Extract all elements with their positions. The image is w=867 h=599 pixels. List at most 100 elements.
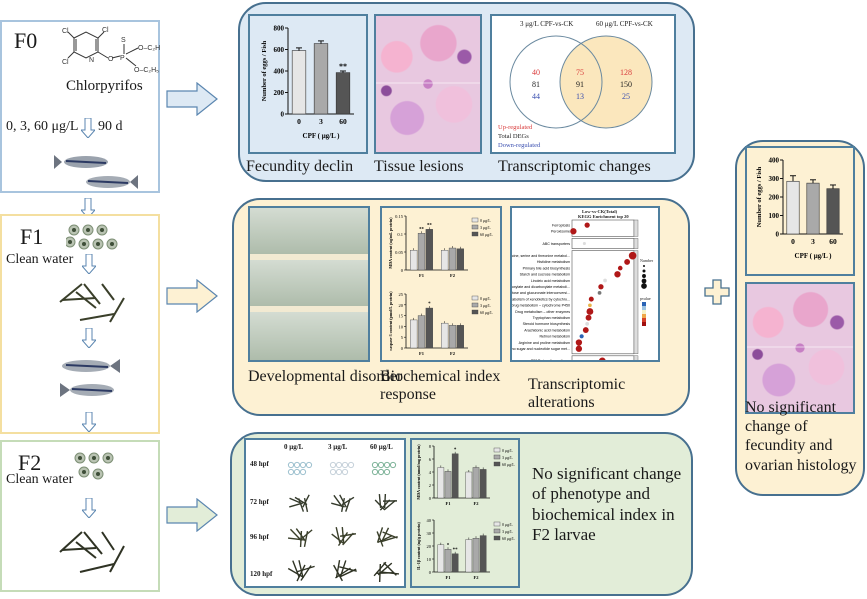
down-arrow-icon [82, 498, 96, 518]
adult-zebrafish-icon [54, 155, 138, 189]
y-tick-label: 4 [429, 470, 432, 475]
bar [786, 180, 800, 235]
x-tick-label: F1 [419, 351, 425, 356]
kegg-point [582, 241, 586, 246]
y-tick-label: 20 [427, 544, 432, 549]
kegg-size-legend-dot [642, 264, 646, 268]
phenotype-row-96: 96 hpf [250, 533, 269, 541]
kegg-point [617, 265, 623, 271]
kegg-color-legend [642, 306, 646, 310]
legend-label: 0 μg/L [502, 448, 513, 453]
dose-label: 0, 3, 60 μg/L [6, 119, 79, 134]
venn-overlap-down: 13 [576, 92, 584, 101]
plus-icon [704, 279, 730, 305]
kegg-point [588, 303, 592, 308]
embryos-icon [66, 224, 118, 250]
legend-label: 3 μg/L [480, 303, 491, 308]
venn-left-total: 81 [532, 80, 540, 89]
x-tick-label: F1 [419, 273, 425, 278]
larva-thumbnail [296, 564, 306, 582]
venn-svg [509, 35, 653, 129]
x-axis-label: CPF ( μg/L ) [795, 252, 833, 260]
kegg-pathway-label: Ferroptosis [552, 223, 570, 227]
significance-label: ** [453, 548, 459, 553]
larva-thumbnail [377, 562, 393, 576]
kegg-point [614, 271, 621, 278]
venn-left-down: 44 [532, 92, 540, 101]
adult-zebrafish-icon [60, 359, 120, 397]
kegg-facet-strip [633, 250, 639, 354]
legend-swatch [471, 217, 479, 223]
bar [826, 188, 840, 235]
larva-thumbnail [333, 564, 343, 582]
significance-label: ** [339, 62, 347, 71]
venn-right-title: 60 μg/L CPF-vs-CK [596, 20, 653, 28]
x-tick-label: 3 [811, 237, 815, 246]
bar [806, 182, 820, 235]
bar [448, 325, 457, 349]
kegg-legend-number: Number [640, 258, 654, 263]
y-tick-label: 10 [427, 557, 432, 562]
svg-text:S: S [121, 37, 126, 44]
larva-thumbnail [339, 560, 347, 578]
y-tick-label: 0.05 [395, 250, 404, 255]
legend-swatch [471, 224, 479, 230]
duration-label: 90 d [98, 119, 123, 134]
bar [465, 471, 473, 499]
kegg-point [584, 222, 590, 228]
kegg-facet-strip [633, 355, 639, 360]
y-tick-label: 0 [401, 268, 404, 273]
embryo-thumbnail [287, 468, 295, 476]
kegg-point [598, 284, 604, 290]
bar [441, 322, 449, 349]
down-arrow-icon [82, 254, 96, 274]
larva-thumbnail [376, 527, 384, 543]
legend-swatch [471, 302, 479, 308]
bar [437, 544, 445, 573]
bar [479, 535, 487, 573]
embryo-thumbnail [383, 468, 391, 476]
bar [456, 325, 464, 349]
y-tick-label: 0 [401, 346, 404, 351]
kegg-pathway-label: Drug metabolism – other enzymes [515, 310, 570, 314]
kegg-pathway-label: Steroid hormone biosynthesis [523, 322, 571, 326]
bar [444, 549, 452, 573]
bar [437, 467, 445, 499]
generation-label-f2: F2 [18, 450, 42, 475]
y-tick-label: 10 [399, 324, 404, 329]
caption-tissue-lesions: Tissue lesions [374, 158, 464, 175]
phenotype-images [287, 461, 400, 583]
kegg-title-line1: Low-vs-CK(Total) [582, 209, 618, 214]
larva-thumbnail [300, 565, 312, 581]
phenotype-grid: 0 μg/L 3 μg/L 60 μg/L 48 hpf 72 hpf 96 h… [244, 438, 406, 588]
larva-thumbnail [335, 567, 351, 579]
x-tick-label: 0 [297, 117, 301, 126]
bar [451, 453, 459, 499]
x-tick-label: F1 [446, 501, 452, 506]
y-axis-label: Number of eggs / Fish [261, 40, 268, 101]
kegg-point [585, 314, 592, 321]
svg-text:Cl: Cl [62, 28, 69, 35]
right-arrow-icon [166, 279, 218, 313]
kegg-point [586, 308, 594, 315]
kegg-pathway-label: Drug metabolism – cytochrome P450 [512, 304, 570, 308]
x-tick-label: F1 [446, 575, 452, 580]
y-tick-label: 20 [399, 303, 404, 308]
y-tick-label: 5 [401, 335, 404, 340]
x-tick-label: 60 [829, 237, 837, 246]
y-axis-label: IL-1β content (ng/g protein) [416, 521, 421, 569]
phenotype-row-48: 48 hpf [250, 460, 269, 468]
legend-label: 0 μg/L [480, 218, 491, 223]
significance-label: ** [427, 223, 433, 228]
legend-swatch [471, 231, 479, 237]
kegg-size-legend-dot [642, 269, 646, 273]
venn-left-title: 3 μg/L CPF-vs-CK [520, 20, 574, 28]
kegg-point [570, 228, 577, 235]
caption-developmental-disorder: Developmental disorder [248, 368, 403, 385]
